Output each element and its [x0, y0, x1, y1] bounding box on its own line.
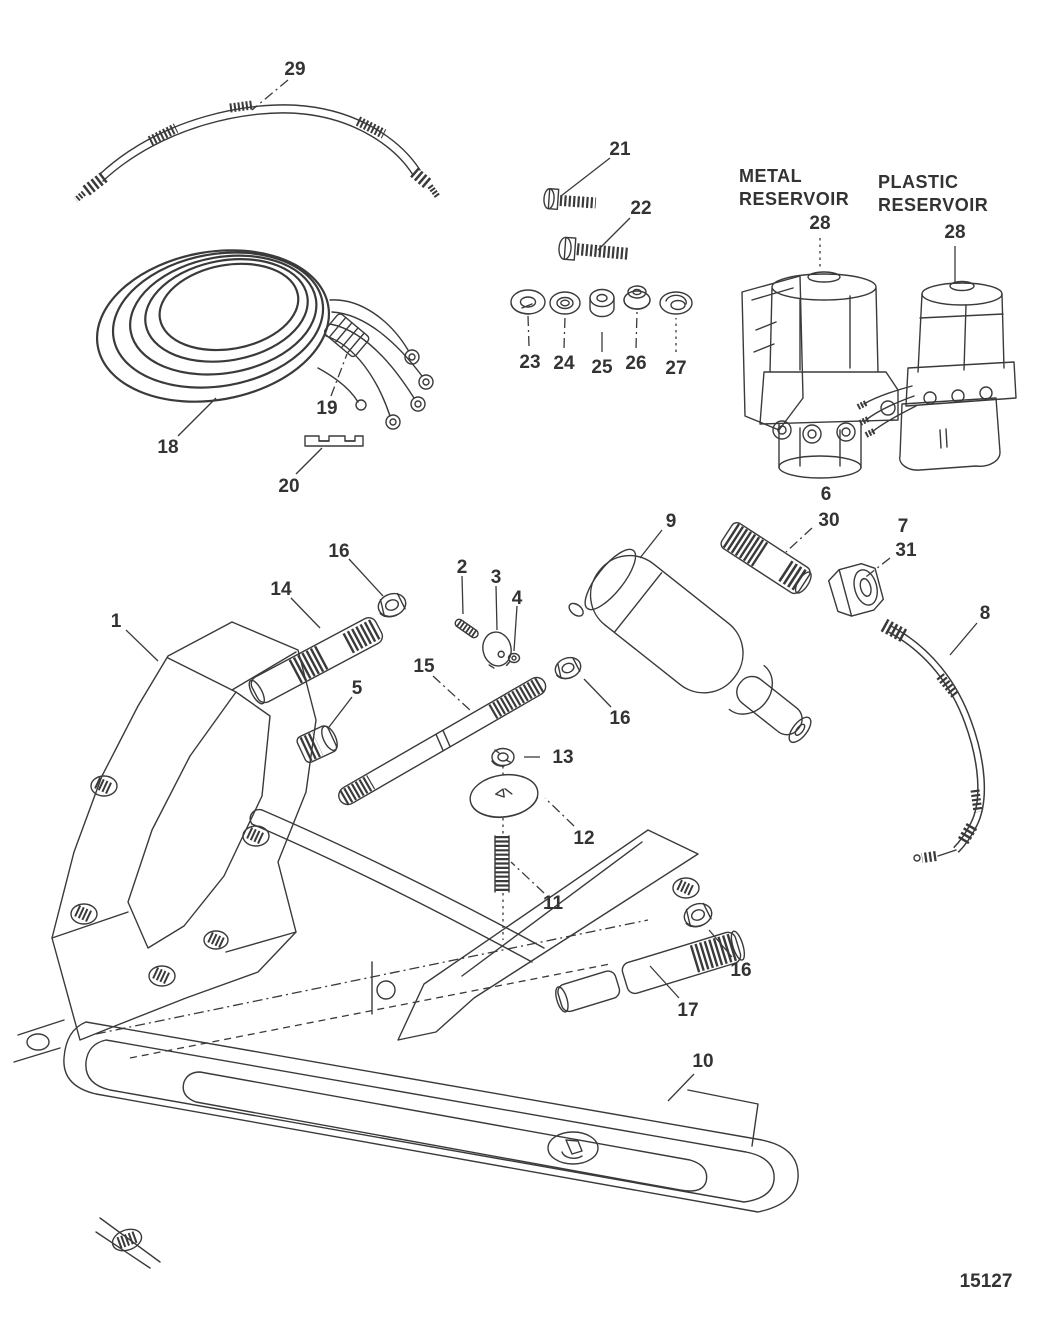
part-plug: [296, 725, 338, 764]
plastic-reservoir-label-line1: PLASTIC: [878, 172, 959, 192]
part-anchor-pin-rear: [555, 930, 746, 1013]
part-fitting-6-30: [720, 522, 812, 595]
part-nut-25: [589, 288, 615, 318]
part-flat-washer-24: [549, 291, 581, 315]
callout-8: 8: [980, 603, 991, 624]
callout-labels: 29 21 22 23 24 25 26 27 28 28 18 19 20 1…: [111, 59, 991, 1072]
part-pump-metal-reservoir: [741, 271, 899, 479]
part-connector: [323, 313, 370, 358]
callout-13: 13: [552, 747, 573, 768]
bracket-boss: [148, 965, 176, 987]
brand-emblem: [547, 1131, 599, 1165]
plastic-reservoir-label-line2: RESERVOIR: [878, 195, 988, 215]
bracket-boss: [90, 775, 118, 797]
part-anchor-pin-front: [248, 617, 384, 705]
part-small-nut-4: [507, 652, 521, 664]
part-locknut-26: [623, 285, 651, 310]
arm-boss: [672, 877, 700, 899]
corner-boss: [95, 1217, 161, 1269]
part-nut-16-rear: [683, 902, 713, 928]
part-stern-bracket: [51, 621, 317, 1041]
callout-16-rear: 16: [730, 960, 751, 981]
part-hydraulic-hose-upper: [74, 100, 441, 203]
callout-12: 12: [573, 828, 594, 849]
callout-29: 29: [284, 59, 305, 80]
part-small-locknut-13: [491, 747, 515, 767]
callout-5: 5: [352, 678, 363, 699]
part-nut-16-front: [377, 592, 407, 618]
harness-leads: [317, 299, 434, 430]
part-hydraulic-hose-lower: [880, 618, 986, 863]
callout-17: 17: [677, 1000, 698, 1021]
leader-lines: [125, 79, 978, 1102]
callout-21: 21: [609, 139, 631, 160]
part-pivot-rod: [338, 676, 547, 806]
part-trim-cylinder: [568, 548, 812, 744]
callout-25: 25: [591, 357, 613, 378]
callout-4: 4: [512, 588, 523, 609]
callout-9: 9: [666, 511, 677, 532]
callout-1: 1: [111, 611, 122, 632]
part-screw-21: [543, 188, 597, 211]
part-lockwasher-23: [510, 289, 546, 315]
callout-31: 31: [895, 540, 917, 561]
callout-28-metal: 28: [809, 213, 830, 234]
part-fitting-nut-7-31: [827, 563, 885, 617]
part-pin-2: [454, 618, 479, 639]
reservoir-labels: METAL RESERVOIR PLASTIC RESERVOIR: [739, 166, 988, 215]
callout-6: 6: [821, 484, 832, 505]
callout-16-front: 16: [328, 541, 349, 562]
callout-18: 18: [157, 437, 178, 458]
callout-7: 7: [898, 516, 909, 537]
part-retainer-clip: [304, 435, 364, 447]
callout-11: 11: [543, 893, 564, 914]
callout-19: 19: [316, 398, 337, 419]
callout-28-plastic: 28: [944, 222, 965, 243]
bracket-boss: [203, 930, 229, 950]
bracket-boss: [70, 903, 98, 925]
metal-reservoir-label-line1: METAL: [739, 166, 802, 186]
part-wiring-harness: [95, 249, 331, 403]
callout-3: 3: [491, 567, 502, 588]
part-anchor-washer-12: [469, 773, 539, 819]
callout-22: 22: [630, 198, 651, 219]
part-anchor-plate: [13, 1019, 799, 1213]
callout-27: 27: [665, 358, 686, 379]
plate-left-tip: [13, 1019, 65, 1063]
callout-2: 2: [457, 557, 468, 578]
part-nut-16-middle: [554, 656, 582, 680]
callout-23: 23: [519, 352, 540, 373]
callout-26: 26: [625, 353, 646, 374]
callout-30: 30: [818, 510, 839, 531]
callout-14: 14: [270, 579, 292, 600]
callout-16-middle: 16: [609, 708, 630, 729]
metal-reservoir-label-line2: RESERVOIR: [739, 189, 849, 209]
part-release-cam-3: [482, 631, 512, 669]
callout-24: 24: [553, 353, 575, 374]
assembly-arms: [95, 808, 700, 1269]
callout-10: 10: [692, 1051, 713, 1072]
part-pump-plastic-reservoir: [856, 280, 1017, 471]
part-bolt-22: [558, 236, 629, 261]
drawing-number: 15127: [960, 1271, 1013, 1292]
callout-20: 20: [278, 476, 299, 497]
part-washer-27: [659, 291, 693, 315]
callout-15: 15: [413, 656, 435, 677]
part-threaded-stud-11: [494, 835, 510, 893]
